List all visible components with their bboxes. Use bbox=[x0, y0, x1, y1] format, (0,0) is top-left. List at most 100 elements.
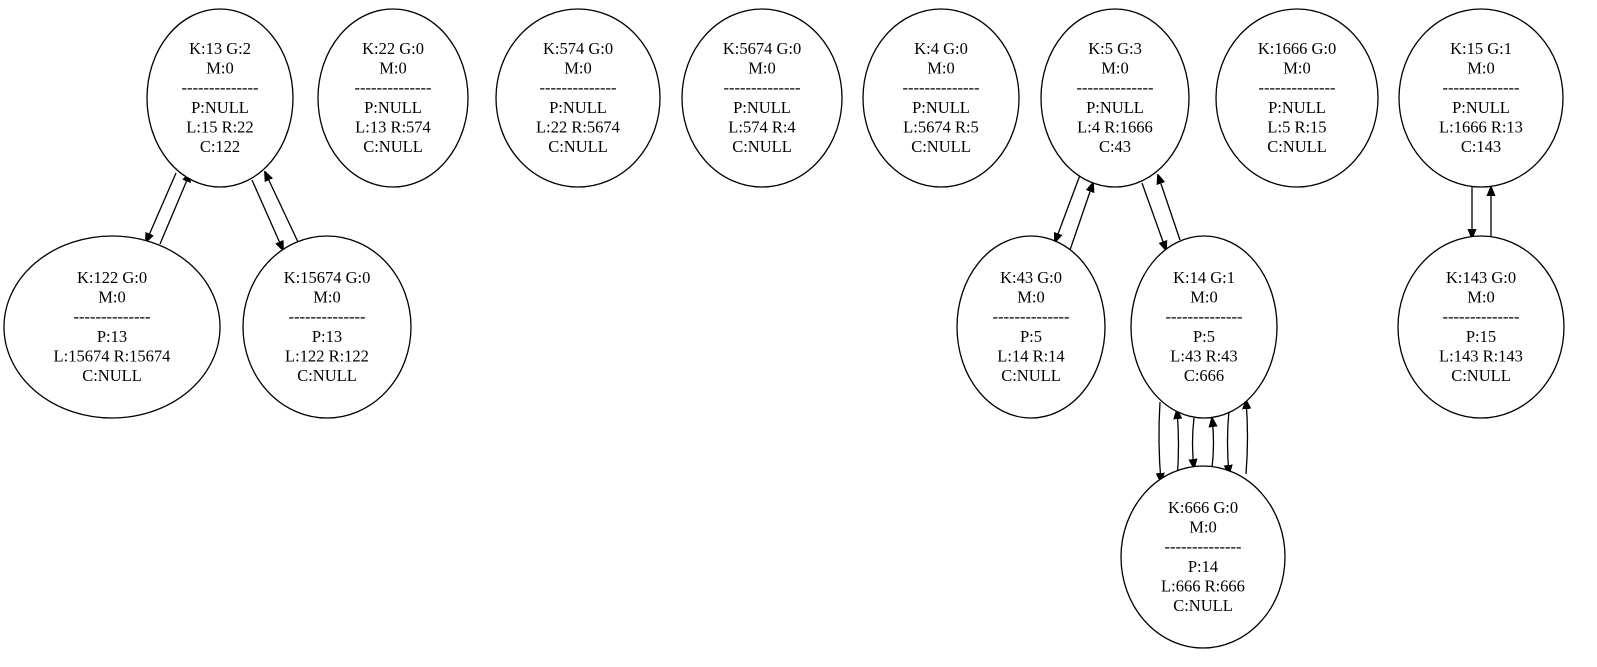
node-5674-line-0: K:5674 G:0 bbox=[723, 39, 801, 58]
node-666-line-1: M:0 bbox=[1189, 518, 1217, 537]
node-14-line-2: -------------- bbox=[1166, 307, 1243, 326]
node-5-line-1: M:0 bbox=[1101, 59, 1129, 78]
node-122-line-1: M:0 bbox=[98, 288, 126, 307]
node-1666-line-1: M:0 bbox=[1283, 59, 1311, 78]
node-22-line-3: P:NULL bbox=[364, 98, 422, 117]
node-4-line-3: P:NULL bbox=[912, 98, 970, 117]
node-15674: K:15674 G:0M:0--------------P:13L:122 R:… bbox=[242, 235, 412, 419]
node-14-line-3: P:5 bbox=[1193, 327, 1215, 346]
node-5674-line-1: M:0 bbox=[748, 59, 776, 78]
edge-13-to-122 bbox=[146, 172, 177, 242]
node-122-line-0: K:122 G:0 bbox=[77, 268, 147, 287]
node-666: K:666 G:0M:0--------------P:14L:666 R:66… bbox=[1120, 465, 1286, 649]
node-22-line-5: C:NULL bbox=[363, 137, 423, 156]
node-22-line-2: -------------- bbox=[355, 78, 432, 97]
node-22-line-4: L:13 R:574 bbox=[355, 117, 431, 136]
node-143-line-0: K:143 G:0 bbox=[1446, 268, 1516, 287]
node-574-line-3: P:NULL bbox=[549, 98, 607, 117]
node-13-line-2: -------------- bbox=[182, 78, 259, 97]
edge-14-to-666 bbox=[1228, 409, 1230, 474]
node-574-ellipse bbox=[495, 8, 661, 188]
node-43-line-3: P:5 bbox=[1020, 327, 1042, 346]
node-143-ellipse bbox=[1397, 235, 1565, 419]
node-22-line-0: K:22 G:0 bbox=[362, 39, 424, 58]
node-4-line-2: -------------- bbox=[903, 78, 980, 97]
node-5674-line-3: P:NULL bbox=[733, 98, 791, 117]
node-666-ellipse bbox=[1120, 465, 1286, 649]
node-15674-line-0: K:15674 G:0 bbox=[284, 268, 371, 287]
node-666-line-5: C:NULL bbox=[1173, 596, 1233, 615]
node-122-line-4: L:15674 R:15674 bbox=[54, 346, 171, 365]
node-14-line-1: M:0 bbox=[1190, 288, 1218, 307]
node-43-line-1: M:0 bbox=[1017, 288, 1045, 307]
node-14-line-5: C:666 bbox=[1184, 366, 1224, 385]
node-574-line-2: -------------- bbox=[540, 78, 617, 97]
node-122-line-3: P:13 bbox=[97, 327, 127, 346]
node-43-line-0: K:43 G:0 bbox=[1000, 268, 1062, 287]
node-4-ellipse bbox=[862, 8, 1020, 188]
node-5-line-3: P:NULL bbox=[1086, 98, 1144, 117]
node-574-line-1: M:0 bbox=[564, 59, 592, 78]
node-13-line-4: L:15 R:22 bbox=[186, 117, 253, 136]
node-15-line-1: M:0 bbox=[1467, 59, 1495, 78]
edge-43-to-5 bbox=[1069, 183, 1093, 251]
node-13-ellipse bbox=[146, 8, 294, 188]
node-15-line-2: -------------- bbox=[1443, 78, 1520, 97]
edge-14-to-666 bbox=[1159, 401, 1161, 482]
node-14-line-0: K:14 G:1 bbox=[1173, 268, 1235, 287]
node-143-line-1: M:0 bbox=[1467, 288, 1495, 307]
node-15-line-5: C:143 bbox=[1461, 137, 1501, 156]
node-14: K:14 G:1M:0--------------P:5L:43 R:43C:6… bbox=[1130, 235, 1278, 419]
node-5674-line-5: C:NULL bbox=[732, 137, 792, 156]
node-14-ellipse bbox=[1130, 235, 1278, 419]
node-4-line-4: L:5674 R:5 bbox=[903, 117, 979, 136]
node-1666-line-4: L:5 R:15 bbox=[1267, 117, 1326, 136]
node-43-line-4: L:14 R:14 bbox=[997, 346, 1064, 365]
node-14-line-4: L:43 R:43 bbox=[1170, 346, 1237, 365]
node-666-line-2: -------------- bbox=[1165, 537, 1242, 556]
node-13-line-0: K:13 G:2 bbox=[189, 39, 251, 58]
node-5674-line-4: L:574 R:4 bbox=[728, 117, 795, 136]
node-143-line-3: P:15 bbox=[1466, 327, 1496, 346]
node-122: K:122 G:0M:0--------------P:13L:15674 R:… bbox=[3, 235, 221, 419]
node-13-line-5: C:122 bbox=[200, 137, 240, 156]
edge-5-to-43 bbox=[1055, 174, 1081, 242]
node-22-line-1: M:0 bbox=[379, 59, 407, 78]
node-43-line-2: -------------- bbox=[993, 307, 1070, 326]
node-5-line-4: L:4 R:1666 bbox=[1077, 117, 1153, 136]
node-15674-line-1: M:0 bbox=[313, 288, 341, 307]
node-5674-line-2: -------------- bbox=[724, 78, 801, 97]
node-43-line-5: C:NULL bbox=[1001, 366, 1061, 385]
node-4-line-1: M:0 bbox=[927, 59, 955, 78]
node-1666-line-0: K:1666 G:0 bbox=[1258, 39, 1336, 58]
node-1666-ellipse bbox=[1215, 8, 1379, 188]
node-122-line-5: C:NULL bbox=[82, 366, 142, 385]
node-574-line-0: K:574 G:0 bbox=[543, 39, 613, 58]
node-15-line-4: L:1666 R:13 bbox=[1439, 117, 1523, 136]
node-574-line-4: L:22 R:5674 bbox=[536, 117, 620, 136]
node-5-line-2: -------------- bbox=[1077, 78, 1154, 97]
edge-666-to-14 bbox=[1212, 418, 1214, 469]
node-143-line-4: L:143 R:143 bbox=[1439, 346, 1523, 365]
node-15-ellipse bbox=[1398, 8, 1564, 188]
node-5-ellipse bbox=[1040, 8, 1190, 188]
node-13-line-1: M:0 bbox=[206, 59, 234, 78]
node-15674-line-4: L:122 R:122 bbox=[285, 346, 369, 365]
node-15-line-3: P:NULL bbox=[1452, 98, 1510, 117]
node-143: K:143 G:0M:0--------------P:15L:143 R:14… bbox=[1397, 235, 1565, 419]
node-5-line-5: C:43 bbox=[1099, 137, 1131, 156]
node-4-line-0: K:4 G:0 bbox=[914, 39, 968, 58]
node-5-line-0: K:5 G:3 bbox=[1088, 39, 1142, 58]
edge-14-to-666 bbox=[1193, 417, 1195, 468]
node-15-line-0: K:15 G:1 bbox=[1450, 39, 1512, 58]
edge-15674-to-13 bbox=[265, 172, 299, 243]
node-666-line-3: P:14 bbox=[1188, 557, 1218, 576]
